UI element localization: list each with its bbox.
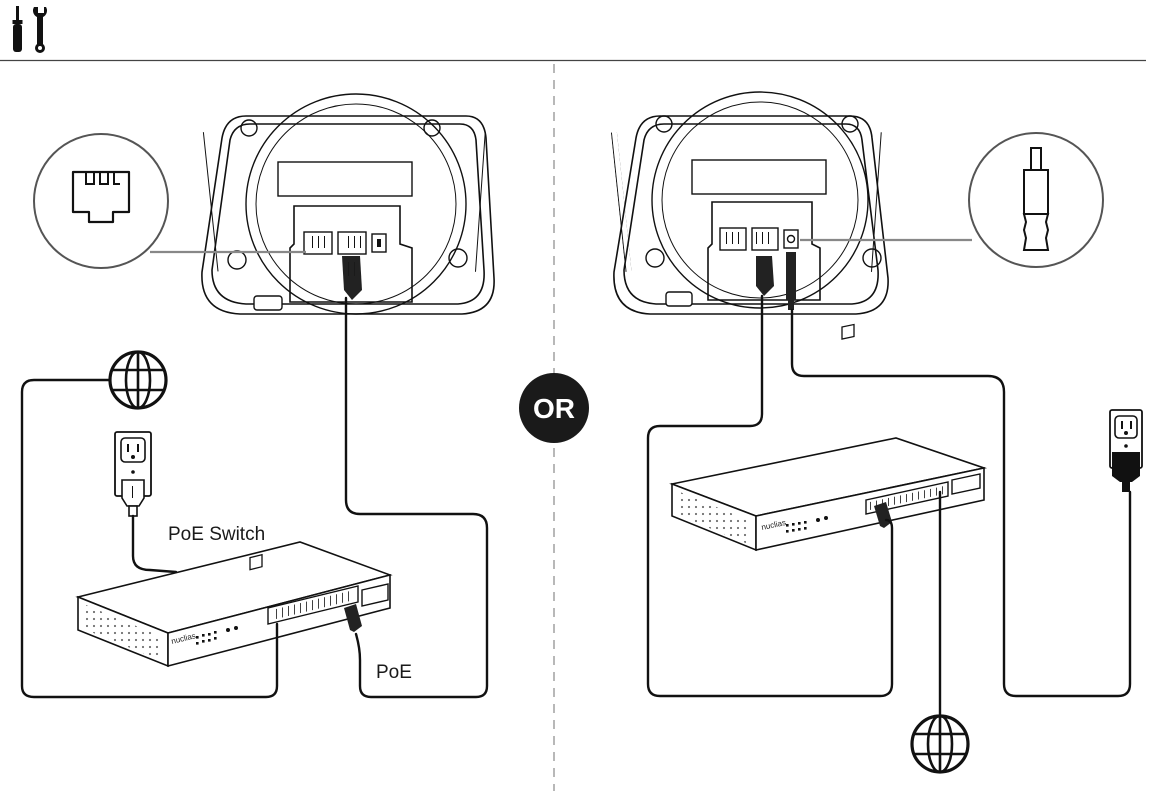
poe-label: PoE	[376, 662, 412, 683]
cable-ap-to-power	[790, 308, 1132, 698]
access-point-right	[610, 91, 889, 315]
or-label: OR	[533, 393, 575, 424]
cable-ap-to-switch	[646, 294, 894, 698]
switch-label: PoE Switch	[168, 524, 265, 545]
globe-icon	[108, 350, 168, 410]
globe-icon	[910, 714, 970, 774]
tools-icon	[12, 6, 47, 53]
rj45-port-zoom-icon	[33, 133, 306, 269]
power-adapter-icon	[1112, 452, 1140, 492]
access-point-left	[198, 93, 495, 315]
power-jack-zoom-icon	[800, 132, 1104, 268]
network-switch: nuclias	[669, 323, 988, 552]
cable-globe-to-switch	[20, 378, 279, 699]
cable-switch-to-ap	[344, 296, 489, 699]
cable-outlet-to-switch	[131, 514, 178, 574]
wall-outlet-icon	[114, 431, 152, 517]
or-badge: OR	[519, 373, 589, 443]
poe-switch: nuclias	[75, 541, 393, 668]
